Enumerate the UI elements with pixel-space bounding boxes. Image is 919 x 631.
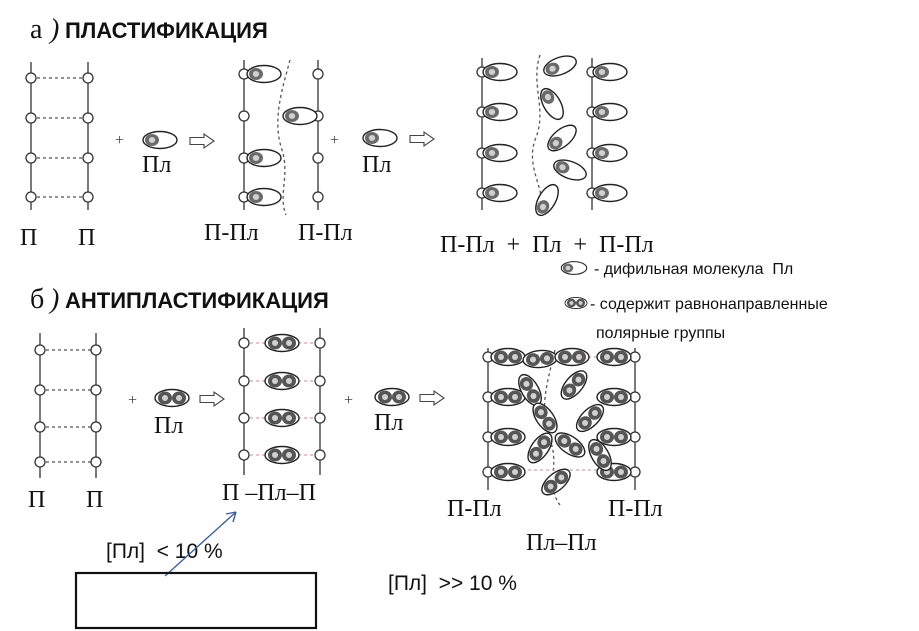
b-polymer-pair	[34, 333, 102, 478]
b-label-PlPl: Пл–Пл	[526, 530, 597, 556]
a3-molecule	[592, 183, 628, 203]
b-pl-1: Пл	[154, 413, 183, 439]
legend: - дифильная молекула Пл - содержит равно…	[560, 261, 828, 342]
a2-molecule	[246, 64, 282, 84]
b3-free-molecule	[555, 365, 593, 405]
legend-item2-line2: полярные группы	[596, 325, 725, 342]
b2-molecule	[264, 408, 300, 428]
a3-molecule	[592, 143, 628, 163]
a3-molecule	[482, 102, 518, 122]
b3-free-molecule	[536, 463, 576, 501]
a-arrow-2	[409, 131, 435, 147]
b-label-PPl-1: П-Пл	[447, 496, 502, 522]
section-a-paren: )	[48, 14, 59, 45]
a-arrow-1	[189, 133, 215, 149]
a-plus-2: +	[330, 132, 339, 149]
section-b-paren: )	[48, 284, 59, 315]
b3-free-molecule	[554, 347, 590, 367]
b3-molecule	[596, 427, 632, 447]
section-a-letter: а	[30, 14, 43, 45]
a-label-PPl-2: П-Пл	[298, 220, 353, 246]
legend-item2-line1: - содержит равнонаправленные	[590, 296, 828, 313]
b-molecule-1	[154, 388, 190, 408]
legend-item1: - дифильная молекула Пл	[594, 261, 793, 278]
a3-free-molecule	[540, 51, 580, 81]
a3-molecule	[592, 102, 628, 122]
section-b-letter: б	[30, 284, 44, 315]
b-label-P2: П	[86, 487, 103, 513]
a3-free-molecule	[542, 119, 582, 157]
section-a-title: ПЛАСТИФИКАЦИЯ	[65, 18, 268, 43]
pointer-arrow-line	[164, 511, 237, 577]
a3-free-molecule	[550, 155, 590, 185]
b-pl-2: Пл	[374, 410, 403, 436]
a-molecule-1	[142, 130, 178, 150]
b3-molecule	[490, 462, 526, 482]
a3-molecule	[482, 143, 518, 163]
b-molecule-2	[374, 387, 410, 407]
a3-molecule	[482, 62, 518, 82]
concentration-low: [Пл] < 10 %	[106, 540, 223, 563]
legend-codirected-icon	[564, 297, 588, 309]
a-plus-1: +	[115, 132, 124, 149]
a-molecule-2	[362, 128, 398, 148]
a2-molecule	[246, 148, 282, 168]
a2-molecule	[246, 187, 282, 207]
b-label-PPl-2: П-Пл	[608, 496, 663, 522]
a3-molecule	[482, 183, 518, 203]
b-arrow-2	[419, 390, 445, 406]
a-pl-1: Пл	[142, 152, 171, 178]
a-label-P1: П	[20, 225, 37, 251]
a-polymer-pair	[25, 62, 94, 210]
concentration-high: [Пл] >> 10 %	[388, 572, 517, 595]
a-label-bottom-3: П-Пл + Пл + П-Пл	[440, 232, 654, 258]
b3-molecule	[596, 347, 632, 367]
section-b-title: АНТИПЛАСТИФИКАЦИЯ	[65, 288, 329, 313]
b-plus-2: +	[344, 392, 353, 409]
b2-molecule	[264, 333, 300, 353]
b-label-P1: П	[28, 487, 45, 513]
b3-free-molecule	[521, 348, 559, 370]
a-label-PPl-1: П-Пл	[204, 220, 259, 246]
a-plasticized-pair	[238, 59, 324, 216]
b3-free-molecule	[522, 428, 558, 468]
a3-free-molecule	[535, 84, 569, 124]
b2-molecule	[264, 371, 300, 391]
b3-molecule	[490, 387, 526, 407]
a2-molecule	[282, 106, 318, 126]
b3-molecule	[490, 347, 526, 367]
b-plus-1: +	[128, 392, 137, 409]
a3-molecule	[592, 62, 628, 82]
a-pl-2: Пл	[362, 152, 391, 178]
section-b-header: б ) АНТИПЛАСТИФИКАЦИЯ	[30, 284, 329, 315]
b2-molecule	[264, 445, 300, 465]
b-label-mid: П –Пл–П	[222, 480, 316, 506]
b3-molecule	[490, 427, 526, 447]
b3-free-molecule	[550, 427, 590, 463]
legend-diphilic-icon	[560, 261, 588, 275]
b3-molecule	[596, 387, 632, 407]
section-a-header: а ) ПЛАСТИФИКАЦИЯ	[30, 14, 268, 45]
b-arrow-1	[199, 391, 225, 407]
empty-box	[74, 571, 318, 630]
a3-free-molecule	[530, 180, 564, 220]
a-label-P2: П	[78, 225, 95, 251]
pointer-arrow-head	[225, 511, 237, 523]
